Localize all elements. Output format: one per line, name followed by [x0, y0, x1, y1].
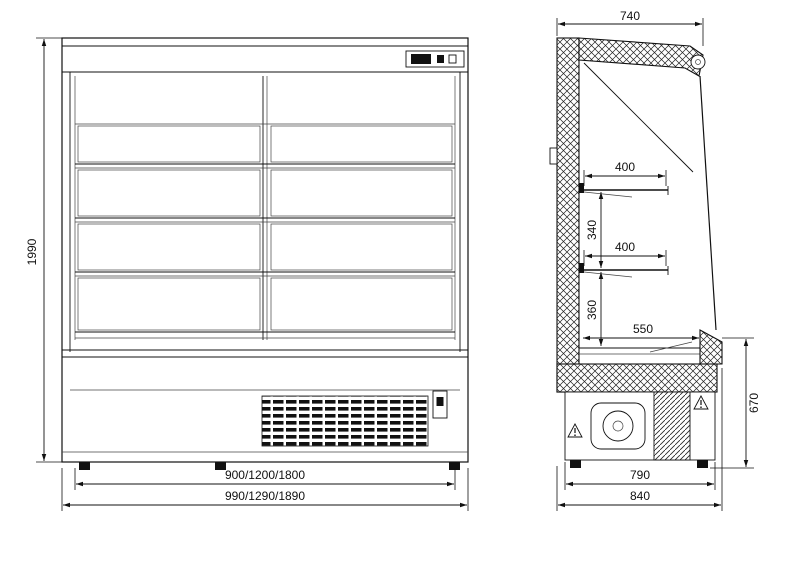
well-depth-dim-label: 550: [633, 322, 653, 336]
shelf-spacing-340-label: 340: [585, 220, 599, 240]
side-shelves: [579, 183, 669, 278]
switch-icon: [436, 397, 444, 406]
foot-icon: [449, 462, 460, 470]
floor-insulation-section: [556, 363, 718, 393]
foot-icon: [215, 462, 226, 470]
control-panel: [405, 50, 465, 68]
fan-roller-icon: [690, 54, 706, 70]
perf-panel: [270, 223, 453, 271]
shelf-spacing-dimension-360: 360: [585, 272, 604, 346]
overall-depth-dim-label: 840: [630, 489, 650, 503]
top-canopy-section: [578, 37, 704, 77]
shelf-front-edges: [75, 163, 455, 339]
foot-icon: [697, 460, 708, 468]
shelf-spacing-360-label: 360: [585, 300, 599, 320]
upper-shelf-depth-dimension: 400: [583, 160, 667, 186]
shelf-bracket-icon: [579, 263, 584, 273]
compressor-housing: [590, 402, 646, 450]
overall-depth-dimension: 840: [556, 368, 723, 511]
front-bumper-section: [699, 329, 723, 365]
warning-triangle-icon: [693, 395, 709, 410]
control-button-icon: [437, 55, 444, 63]
perf-panel: [270, 125, 453, 163]
foot-icon: [79, 462, 90, 470]
side-view: 740 400: [549, 9, 761, 511]
perf-panel: [77, 277, 261, 331]
perforated-back-panels: [77, 125, 453, 331]
compressor-center-icon: [612, 420, 624, 432]
perf-panel: [77, 169, 261, 217]
upper-shelf-depth-dim-label: 400: [615, 160, 635, 174]
upper-shelf-support: [583, 191, 633, 198]
front-opening-edge: [699, 75, 717, 331]
ventilation-grille: [261, 395, 429, 447]
warning-triangle-icon: [567, 423, 583, 438]
foot-icon: [570, 460, 581, 468]
back-wall-section: [556, 37, 580, 393]
base-depth-dim-label: 790: [630, 468, 650, 482]
compressor-icon: [602, 410, 634, 442]
side-top-depth-dimension: 740: [556, 9, 704, 46]
perf-panel: [270, 169, 453, 217]
front-cabinet-outline: [61, 37, 469, 463]
front-height-dim-label: 1990: [25, 238, 39, 265]
control-button2-icon: [448, 54, 457, 64]
lower-shelf-support: [583, 271, 633, 278]
shelf-bracket-icon: [579, 183, 584, 193]
condenser-panel: [653, 391, 691, 461]
lower-shelf-depth-dimension: 400: [583, 240, 667, 266]
base-depth-dimension: 790: [564, 462, 716, 490]
perf-panel: [270, 277, 453, 331]
machine-compartment: [564, 391, 716, 468]
front-view: 1990 900/1200/1800 990/1290/1890: [25, 37, 469, 511]
front-inner-width-dim-label: 900/1200/1800: [225, 468, 305, 482]
base-height-dimension: 670: [710, 337, 761, 469]
lower-shelf-depth-dim-label: 400: [615, 240, 635, 254]
base-height-dim-label: 670: [747, 393, 761, 413]
back-wall-fitting: [549, 147, 558, 165]
deck-drain-line: [649, 341, 693, 353]
base-deck: [579, 341, 706, 355]
front-base-section: [62, 349, 468, 470]
side-top-depth-dim-label: 740: [620, 9, 640, 23]
perf-panel: [77, 223, 261, 271]
front-height-dimension: 1990: [25, 37, 62, 463]
front-inner-width-dimension: 900/1200/1800: [74, 468, 456, 490]
front-outer-width-dimension: 990/1290/1890: [61, 468, 469, 511]
shelf-spacing-dimension-340: 340: [585, 192, 604, 268]
control-display-icon: [411, 54, 431, 64]
perf-panel: [77, 125, 261, 163]
fan-roller-center-icon: [695, 59, 701, 65]
air-curtain-line: [583, 62, 694, 173]
front-outer-width-dim-label: 990/1290/1890: [225, 489, 305, 503]
